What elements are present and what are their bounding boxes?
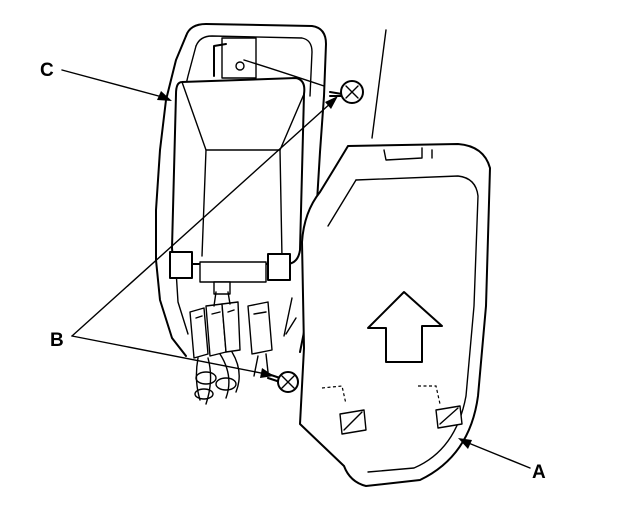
up-arrow-icon [367,291,443,363]
callout-label-c: C [40,60,54,81]
leader-line-c [61,69,172,101]
screw-lower [267,371,299,393]
control-unit [169,37,325,295]
leader-line-b [71,96,338,378]
callout-label-b: B [50,330,64,351]
mounting-bracket [155,23,327,357]
wire-harness-connectors [189,291,273,405]
trim-line [371,29,387,139]
cover-clip-left [339,409,367,435]
cover-clip-right [435,405,463,429]
callout-label-a: A [532,462,546,483]
leader-line-a [458,438,531,469]
screw-upper [329,80,364,104]
fuse-box-cover [299,143,491,487]
